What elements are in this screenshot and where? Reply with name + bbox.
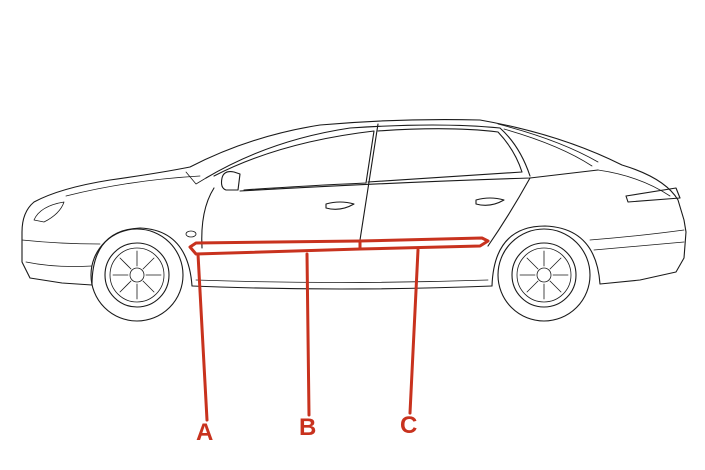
- callout-line-c: [408, 248, 420, 415]
- side-molding-highlight: [188, 236, 490, 256]
- sedan-side-view-icon: [21, 119, 687, 322]
- callout-label-b: B: [299, 414, 317, 441]
- callout-label-a: A: [196, 419, 214, 446]
- callout-line-b: [305, 252, 311, 417]
- front-wheel: [90, 228, 184, 322]
- callout-line-a: [196, 252, 209, 422]
- rear-wheel: [497, 228, 591, 322]
- callout-label-c: C: [400, 412, 418, 439]
